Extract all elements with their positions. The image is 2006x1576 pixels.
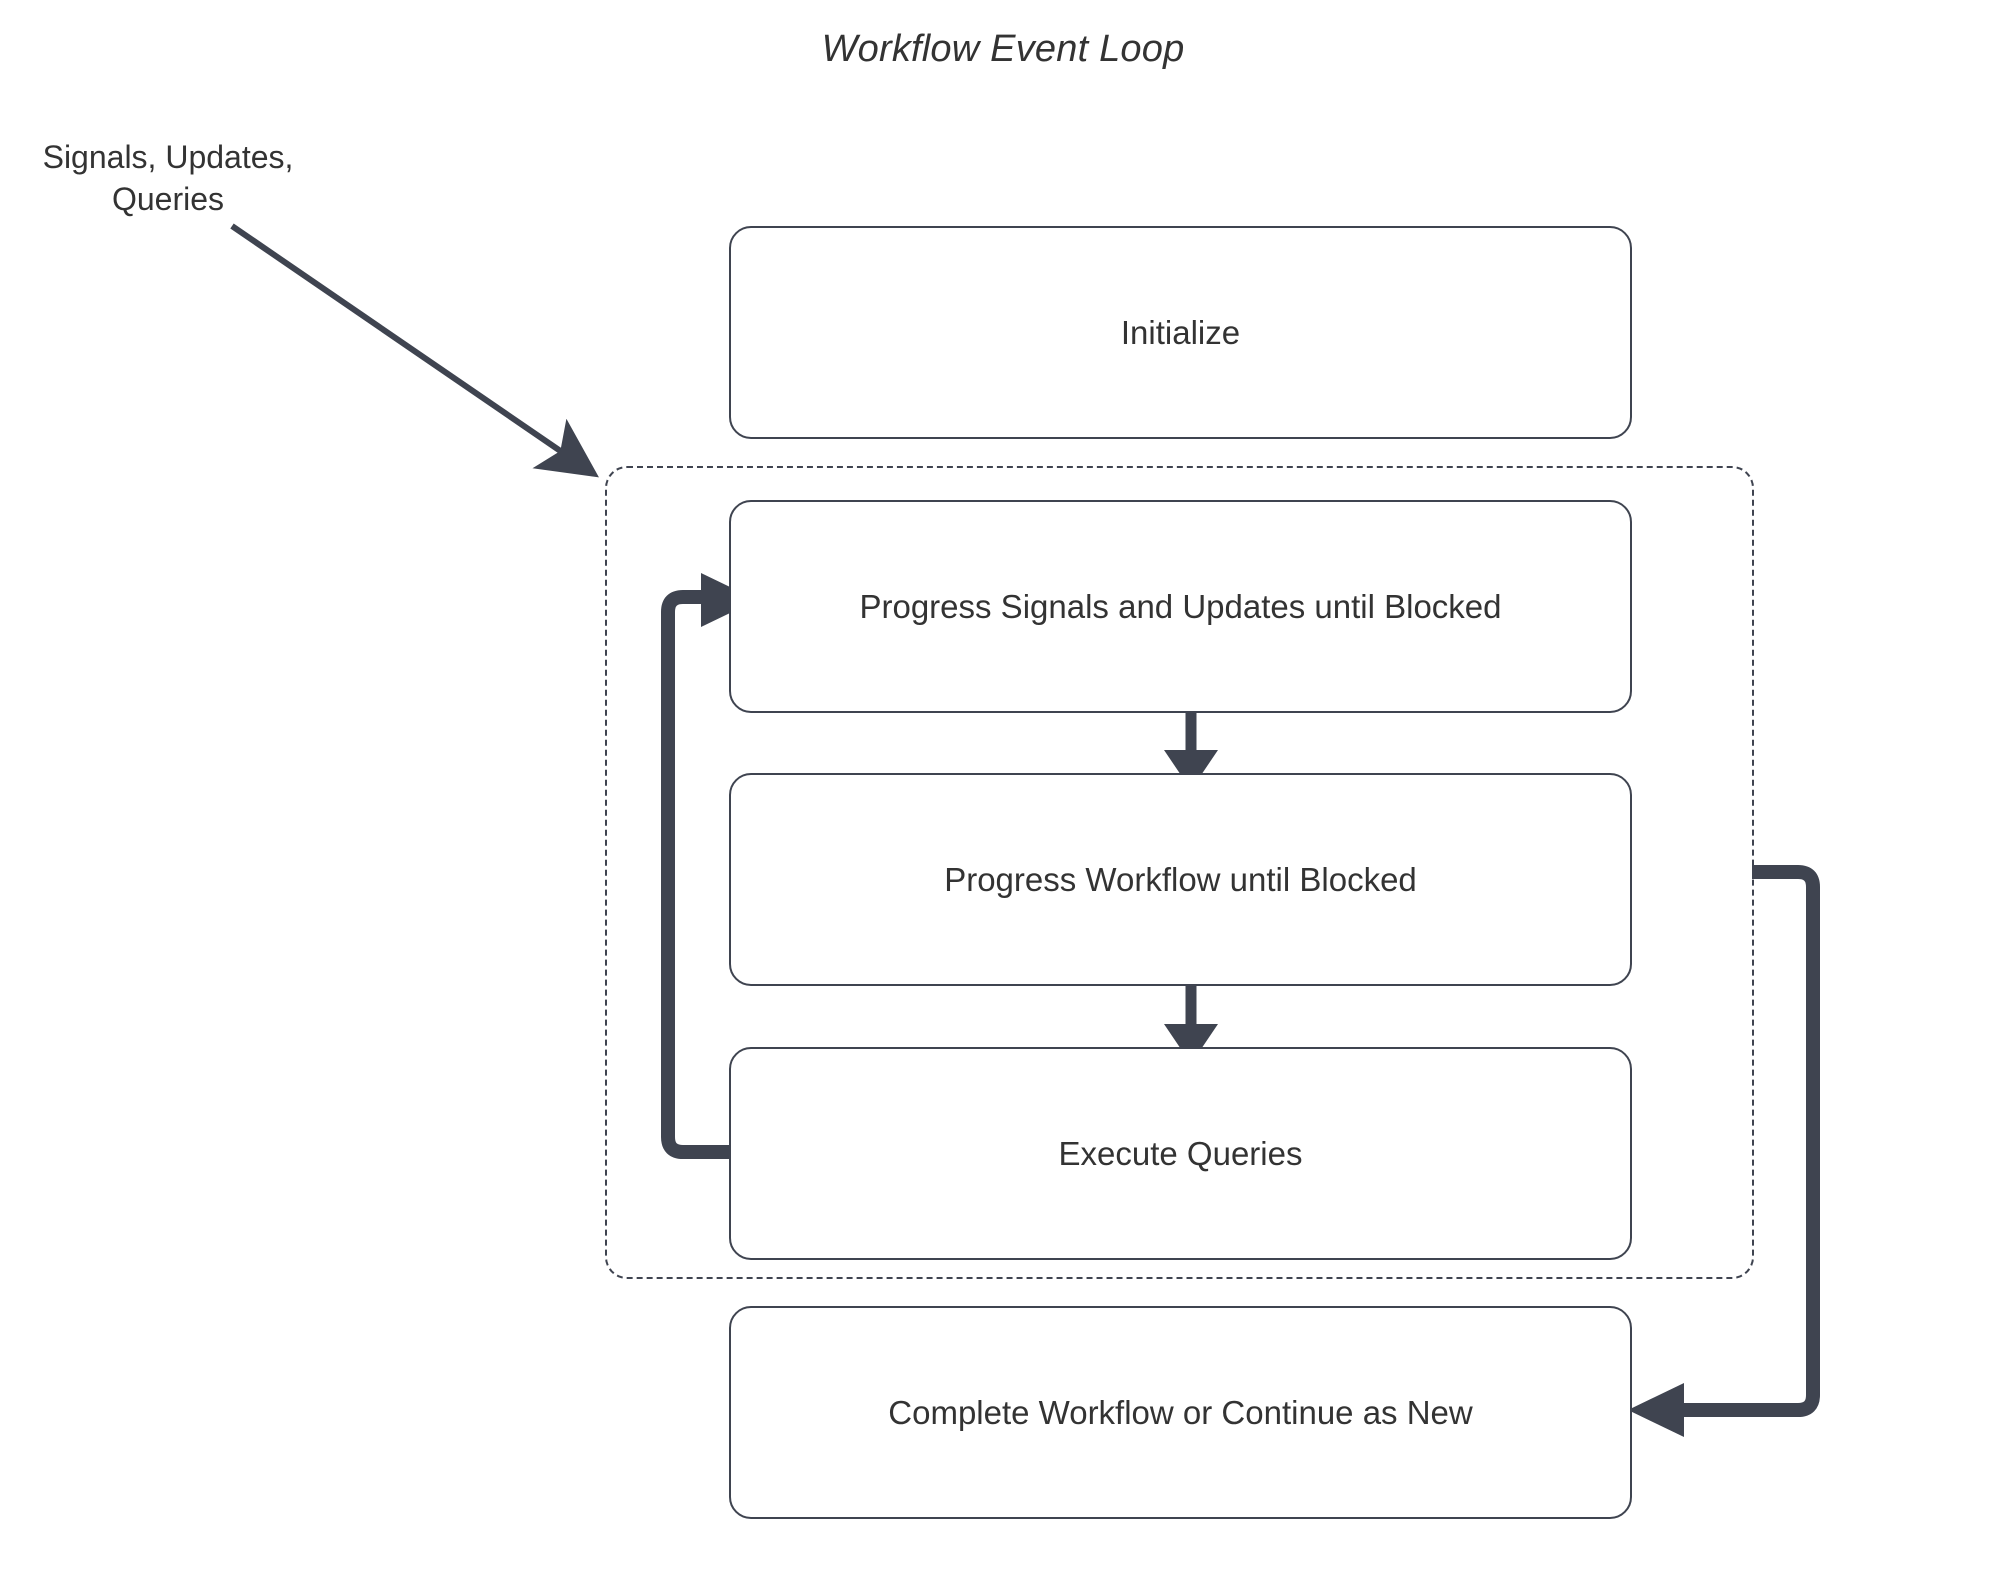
edge-workflow-to-queries	[1164, 985, 1218, 1064]
node-progress-signals[interactable]: Progress Signals and Updates until Block…	[729, 500, 1632, 713]
node-initialize[interactable]: Initialize	[729, 226, 1632, 439]
node-complete-workflow-label: Complete Workflow or Continue as New	[888, 1393, 1473, 1431]
external-input-label-line2: Queries	[111, 181, 225, 217]
edge-signals-to-workflow	[1164, 711, 1218, 790]
node-progress-workflow-label: Progress Workflow until Blocked	[944, 860, 1417, 898]
external-input-label: Signals, Updates, Queries	[18, 136, 318, 220]
node-progress-signals-label: Progress Signals and Updates until Block…	[859, 587, 1502, 625]
node-execute-queries[interactable]: Execute Queries	[729, 1047, 1632, 1260]
edge-group-to-complete	[1628, 865, 1820, 1437]
page-title: Workflow Event Loop	[821, 28, 1185, 70]
node-execute-queries-label: Execute Queries	[1058, 1134, 1303, 1172]
external-input-label-line1: Signals, Updates,	[42, 139, 294, 175]
node-initialize-label: Initialize	[1120, 313, 1241, 351]
node-complete-workflow[interactable]: Complete Workflow or Continue as New	[729, 1306, 1632, 1519]
node-progress-workflow[interactable]: Progress Workflow until Blocked	[729, 773, 1632, 986]
edge-signals-to-group	[230, 223, 599, 478]
